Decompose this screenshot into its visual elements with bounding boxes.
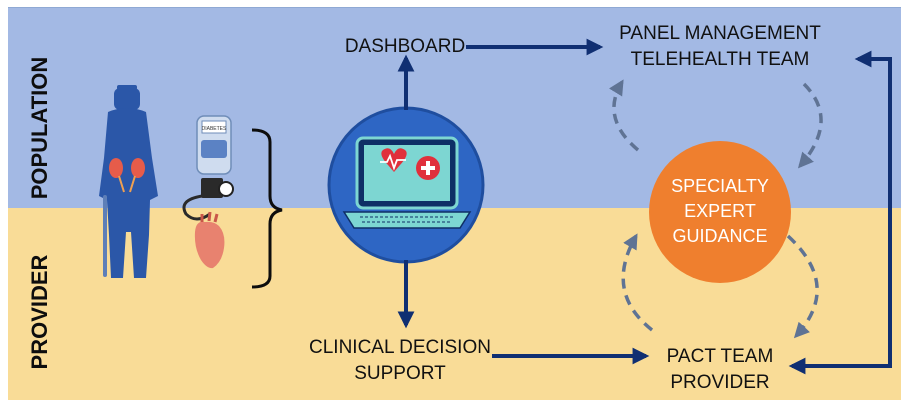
specialty-label: SPECIALTY EXPERT GUIDANCE (650, 174, 790, 249)
dashed-arrow-specialty-to-pact (786, 234, 819, 339)
panel-management-line-2: TELEHEALTH TEAM (630, 49, 810, 70)
top-margin (0, 0, 901, 7)
population-label: POPULATION (27, 56, 52, 200)
specialty-line-2: EXPERT (684, 201, 756, 221)
person-silhouette-icon (99, 85, 158, 278)
heartbeat-icon (380, 148, 407, 172)
clinical-decision-label: CLINICAL DECISION SUPPORT (300, 335, 500, 387)
panel-management-label: PANEL MANAGEMENT TELEHEALTH TEAM (580, 21, 860, 73)
dashboard-label: DASHBOARD (344, 36, 466, 57)
specialty-circle (649, 141, 791, 283)
dashed-arrow-specialty-to-panel (609, 79, 640, 152)
kidney-icon (109, 158, 145, 193)
dashed-arrow-pact-to-specialty (621, 233, 654, 332)
pact-line-1: PACT TEAM (666, 346, 774, 367)
pact-line-2: PROVIDER (670, 372, 770, 393)
panel-management-line-1: PANEL MANAGEMENT (619, 23, 821, 44)
glucose-meter-icon: DIABETES (196, 115, 232, 175)
heart-organ-icon (194, 211, 225, 269)
laptop-icon (342, 136, 472, 229)
clinical-line-2: SUPPORT (354, 363, 446, 384)
arrow-pact-to-panel-loop (800, 50, 892, 368)
provider-label: PROVIDER (27, 254, 52, 370)
specialty-line-1: SPECIALTY (671, 176, 769, 196)
pact-team-label: PACT TEAM PROVIDER (640, 344, 800, 396)
medical-cross-icon (416, 156, 440, 180)
device-label: DIABETES (202, 126, 227, 132)
specialty-line-3: GUIDANCE (672, 226, 768, 246)
dashed-arrow-panel-to-specialty (797, 82, 823, 169)
clinical-line-1: CLINICAL DECISION (309, 337, 491, 358)
top-divider (8, 7, 901, 8)
bracket-icon (251, 128, 283, 289)
